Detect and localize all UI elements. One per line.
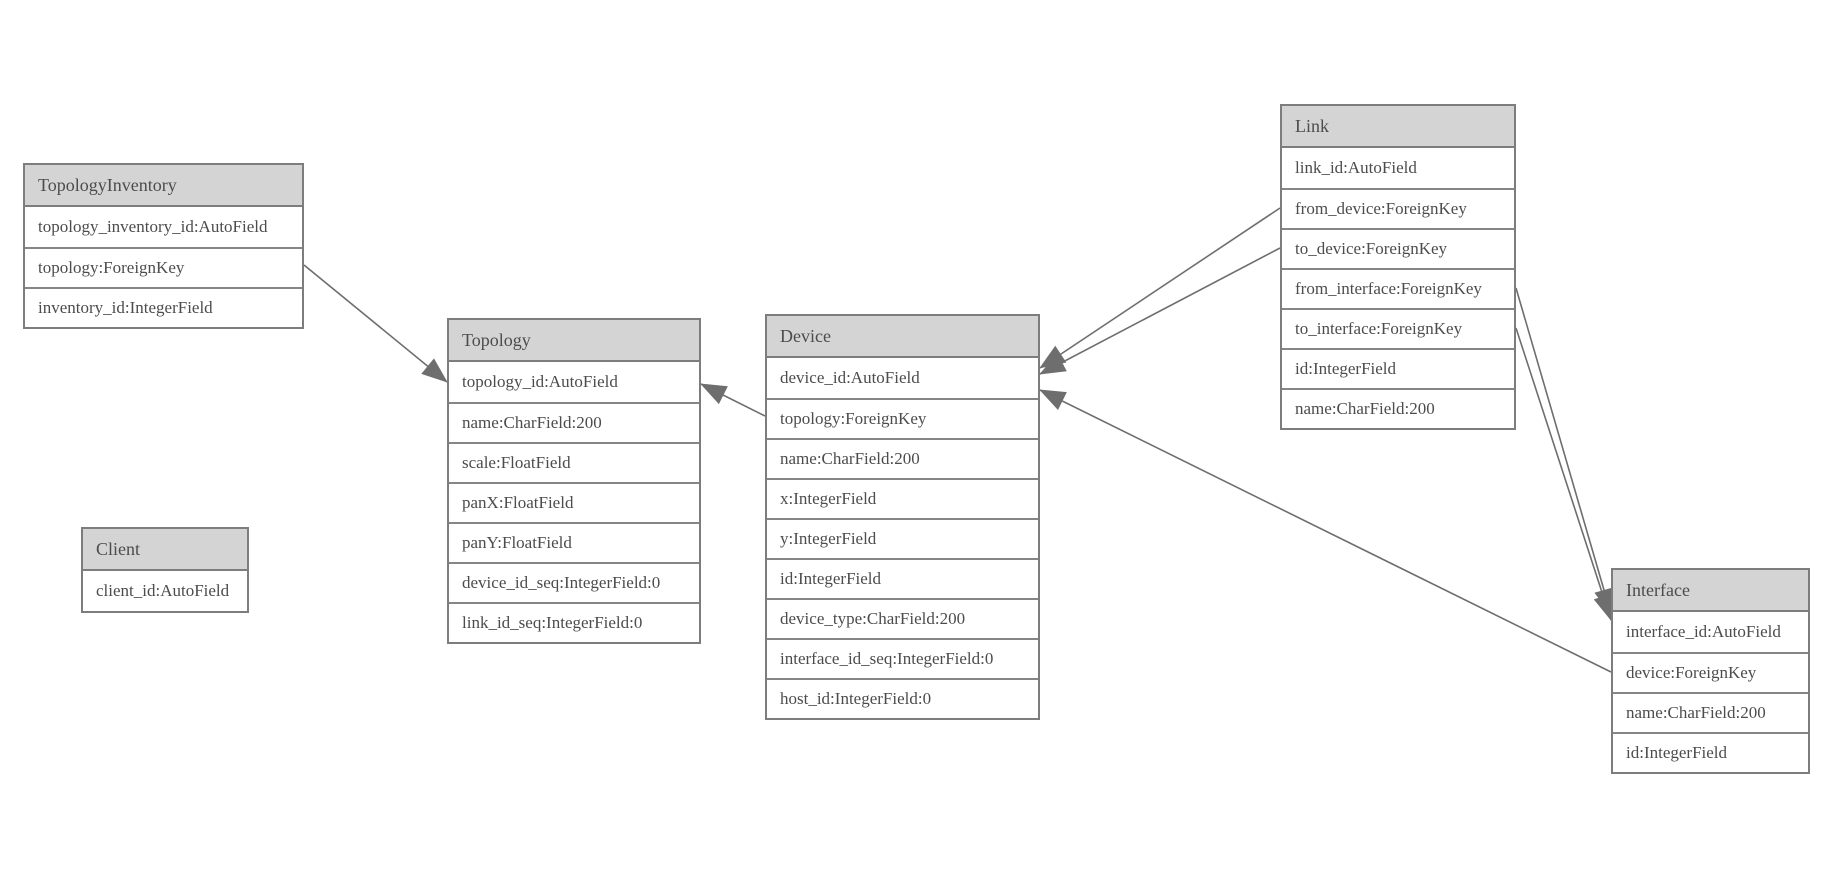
- field-row-client_id: client_id:AutoField: [83, 571, 247, 611]
- field-row-y: y:IntegerField: [767, 518, 1038, 558]
- entity-title: TopologyInventory: [25, 165, 302, 207]
- field-row-host_id: host_id:IntegerField:0: [767, 678, 1038, 718]
- field-row-id: id:IntegerField: [767, 558, 1038, 598]
- entity-title: Client: [83, 529, 247, 571]
- relation-line-5: [1515, 327, 1613, 621]
- field-row-interface_id: interface_id:AutoField: [1613, 612, 1808, 652]
- relation-line-3: [1039, 247, 1281, 375]
- relation-line-4: [1515, 287, 1614, 615]
- relation-line-6: [1039, 389, 1612, 673]
- relation-line-1: [700, 383, 766, 417]
- entity-title: Interface: [1613, 570, 1808, 612]
- field-row-name: name:CharField:200: [767, 438, 1038, 478]
- field-row-to_interface: to_interface:ForeignKey: [1282, 308, 1514, 348]
- field-row-device_id: device_id:AutoField: [767, 358, 1038, 398]
- field-row-panX: panX:FloatField: [449, 482, 699, 522]
- field-row-name: name:CharField:200: [1282, 388, 1514, 428]
- field-row-name: name:CharField:200: [449, 402, 699, 442]
- field-row-id: id:IntegerField: [1613, 732, 1808, 772]
- relation-line-0: [303, 264, 448, 383]
- field-row-link_id_seq: link_id_seq:IntegerField:0: [449, 602, 699, 642]
- field-row-id: id:IntegerField: [1282, 348, 1514, 388]
- field-row-device_type: device_type:CharField:200: [767, 598, 1038, 638]
- field-row-panY: panY:FloatField: [449, 522, 699, 562]
- field-row-scale: scale:FloatField: [449, 442, 699, 482]
- field-row-topology: topology:ForeignKey: [767, 398, 1038, 438]
- entity-title: Topology: [449, 320, 699, 362]
- field-row-topology: topology:ForeignKey: [25, 247, 302, 287]
- field-row-device_id_seq: device_id_seq:IntegerField:0: [449, 562, 699, 602]
- field-row-from_interface: from_interface:ForeignKey: [1282, 268, 1514, 308]
- relation-line-2: [1039, 207, 1281, 369]
- field-row-device: device:ForeignKey: [1613, 652, 1808, 692]
- field-row-inventory_id: inventory_id:IntegerField: [25, 287, 302, 327]
- entity-title: Link: [1282, 106, 1514, 148]
- field-row-interface_id_seq: interface_id_seq:IntegerField:0: [767, 638, 1038, 678]
- field-row-topology_id: topology_id:AutoField: [449, 362, 699, 402]
- field-row-name: name:CharField:200: [1613, 692, 1808, 732]
- field-row-link_id: link_id:AutoField: [1282, 148, 1514, 188]
- entity-title: Device: [767, 316, 1038, 358]
- field-row-topology_inventory_id: topology_inventory_id:AutoField: [25, 207, 302, 247]
- field-row-from_device: from_device:ForeignKey: [1282, 188, 1514, 228]
- field-row-x: x:IntegerField: [767, 478, 1038, 518]
- field-row-to_device: to_device:ForeignKey: [1282, 228, 1514, 268]
